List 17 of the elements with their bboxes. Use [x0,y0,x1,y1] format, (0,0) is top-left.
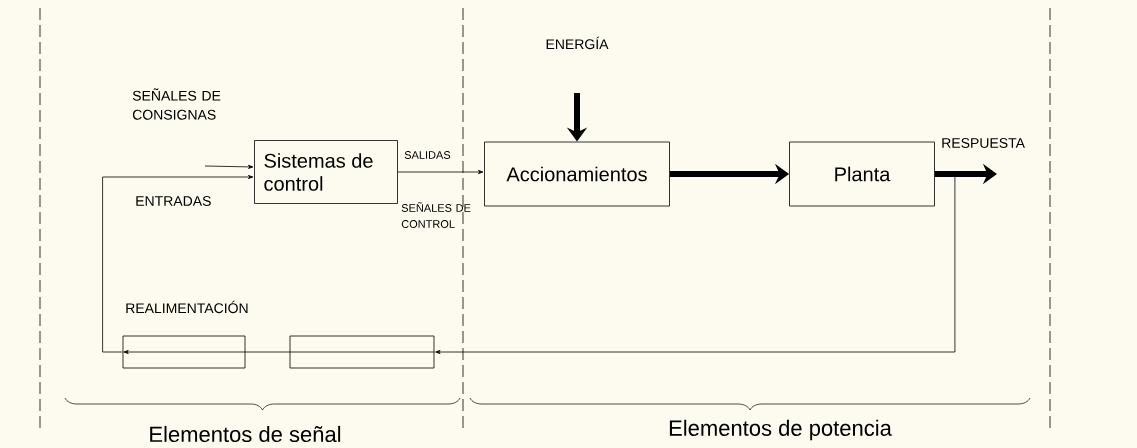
label: REALIMENTACIÓN [126,300,248,314]
label: Elementos de potencia [669,419,892,441]
arrow [397,170,484,174]
arrow [123,350,435,354]
empty-box [122,335,246,369]
label: SEÑALES DE CONSIGNAS [132,88,221,120]
arrow [102,175,254,353]
process-box: Accionamientos [484,141,670,207]
empty-box [289,335,435,369]
arrow [204,164,254,169]
process-box: Planta [789,141,935,207]
process-box: Sistemas de control [254,140,398,204]
label: ENTRADAS [136,196,211,206]
label: Elementos de señal [150,425,341,443]
label: ENERGÍA [546,36,609,50]
label: SEÑALES DE CONTROL [401,202,471,228]
label: RESPUESTA [942,138,1025,148]
